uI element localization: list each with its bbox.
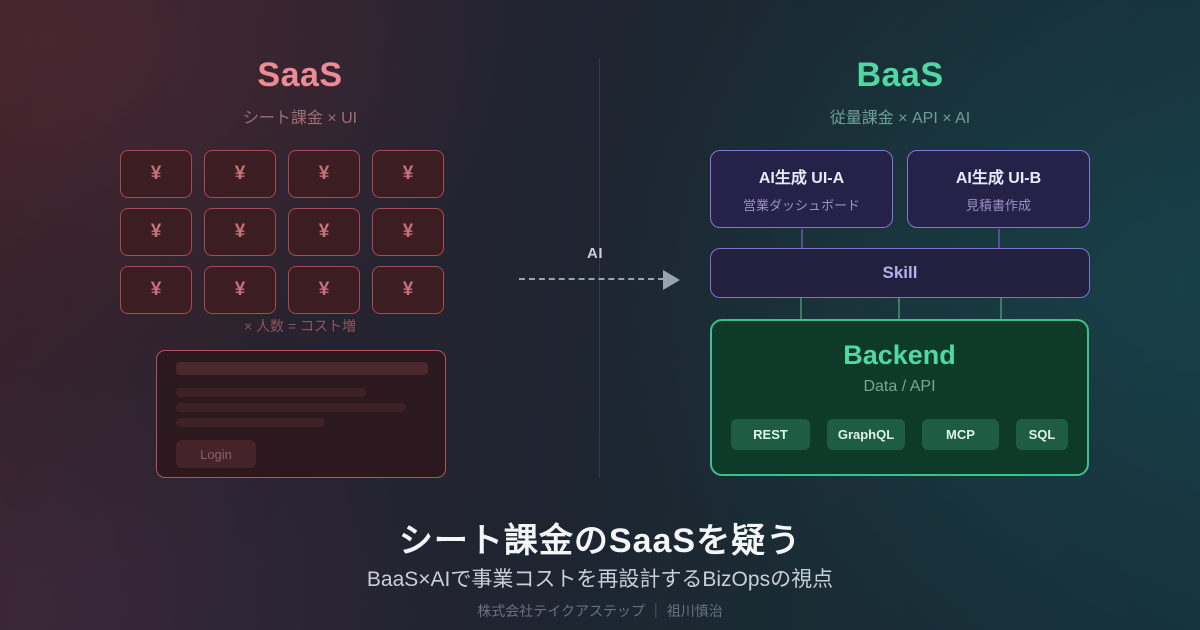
- baas-title: BaaS: [856, 56, 944, 94]
- seat-cell-yen-icon: ¥: [204, 266, 276, 314]
- login-mockup: Login: [156, 350, 446, 478]
- seat-cell-yen-icon: ¥: [120, 150, 192, 198]
- saas-subtitle: シート課金 × UI: [242, 110, 358, 127]
- connector-line: [1000, 298, 1002, 319]
- ui-a-title: AI生成 UI-A: [758, 170, 845, 187]
- ai-flow-label: AI: [587, 245, 603, 262]
- login-text-line: [176, 388, 366, 397]
- seat-cell-yen-icon: ¥: [120, 266, 192, 314]
- main-headline: シート課金のSaaSを疑う: [398, 522, 802, 560]
- arrow-head-icon: [663, 270, 680, 290]
- connector-line: [898, 298, 900, 319]
- backend-box: Backend Data / API REST GraphQL MCP SQL: [710, 319, 1089, 476]
- ui-b-title: AI生成 UI-B: [955, 170, 1042, 187]
- ai-generated-ui-a-box: AI生成 UI-A 営業ダッシュボード: [710, 150, 893, 228]
- connector-line: [801, 229, 803, 248]
- seat-cell-yen-icon: ¥: [120, 208, 192, 256]
- seat-cell-yen-icon: ¥: [288, 266, 360, 314]
- ai-flow-dashed-arrow: [519, 278, 664, 280]
- backend-subtitle: Data / API: [863, 378, 936, 395]
- ui-b-subtitle: 見積書作成: [965, 198, 1031, 213]
- skill-box: Skill: [710, 248, 1090, 298]
- seat-cell-yen-icon: ¥: [288, 150, 360, 198]
- login-button: Login: [176, 440, 256, 468]
- seat-cell-yen-icon: ¥: [372, 150, 444, 198]
- saas-title: SaaS: [257, 56, 343, 94]
- skill-label: Skill: [882, 263, 918, 282]
- seat-cell-yen-icon: ¥: [204, 208, 276, 256]
- login-text-line: [176, 418, 325, 427]
- chip-graphql: GraphQL: [827, 419, 905, 450]
- seat-cell-yen-icon: ¥: [372, 208, 444, 256]
- seat-cell-yen-icon: ¥: [288, 208, 360, 256]
- seat-cell-yen-icon: ¥: [372, 266, 444, 314]
- login-text-line: [176, 403, 406, 412]
- ai-generated-ui-b-box: AI生成 UI-B 見積書作成: [907, 150, 1090, 228]
- login-header-bar: [176, 362, 428, 375]
- sub-headline: BaaS×AIで事業コストを再設計するBizOpsの視点: [366, 568, 834, 591]
- backend-chip-row: REST GraphQL MCP SQL: [731, 419, 1068, 450]
- connector-line: [800, 298, 802, 319]
- seat-cost-caption: × 人数 = コスト増: [243, 318, 357, 334]
- chip-rest: REST: [731, 419, 810, 450]
- baas-subtitle: 従量課金 × API × AI: [829, 110, 971, 127]
- chip-sql: SQL: [1016, 419, 1068, 450]
- credit-line: 株式会社テイクアステップ ｜ 祖川慎治: [477, 603, 723, 619]
- backend-title: Backend: [843, 340, 956, 370]
- connector-line: [998, 229, 1000, 248]
- seat-cost-grid: ¥ ¥ ¥ ¥ ¥ ¥ ¥ ¥ ¥ ¥ ¥ ¥: [120, 150, 444, 314]
- center-divider: [599, 58, 600, 478]
- seat-cell-yen-icon: ¥: [204, 150, 276, 198]
- chip-mcp: MCP: [922, 419, 999, 450]
- ui-a-subtitle: 営業ダッシュボード: [742, 198, 860, 213]
